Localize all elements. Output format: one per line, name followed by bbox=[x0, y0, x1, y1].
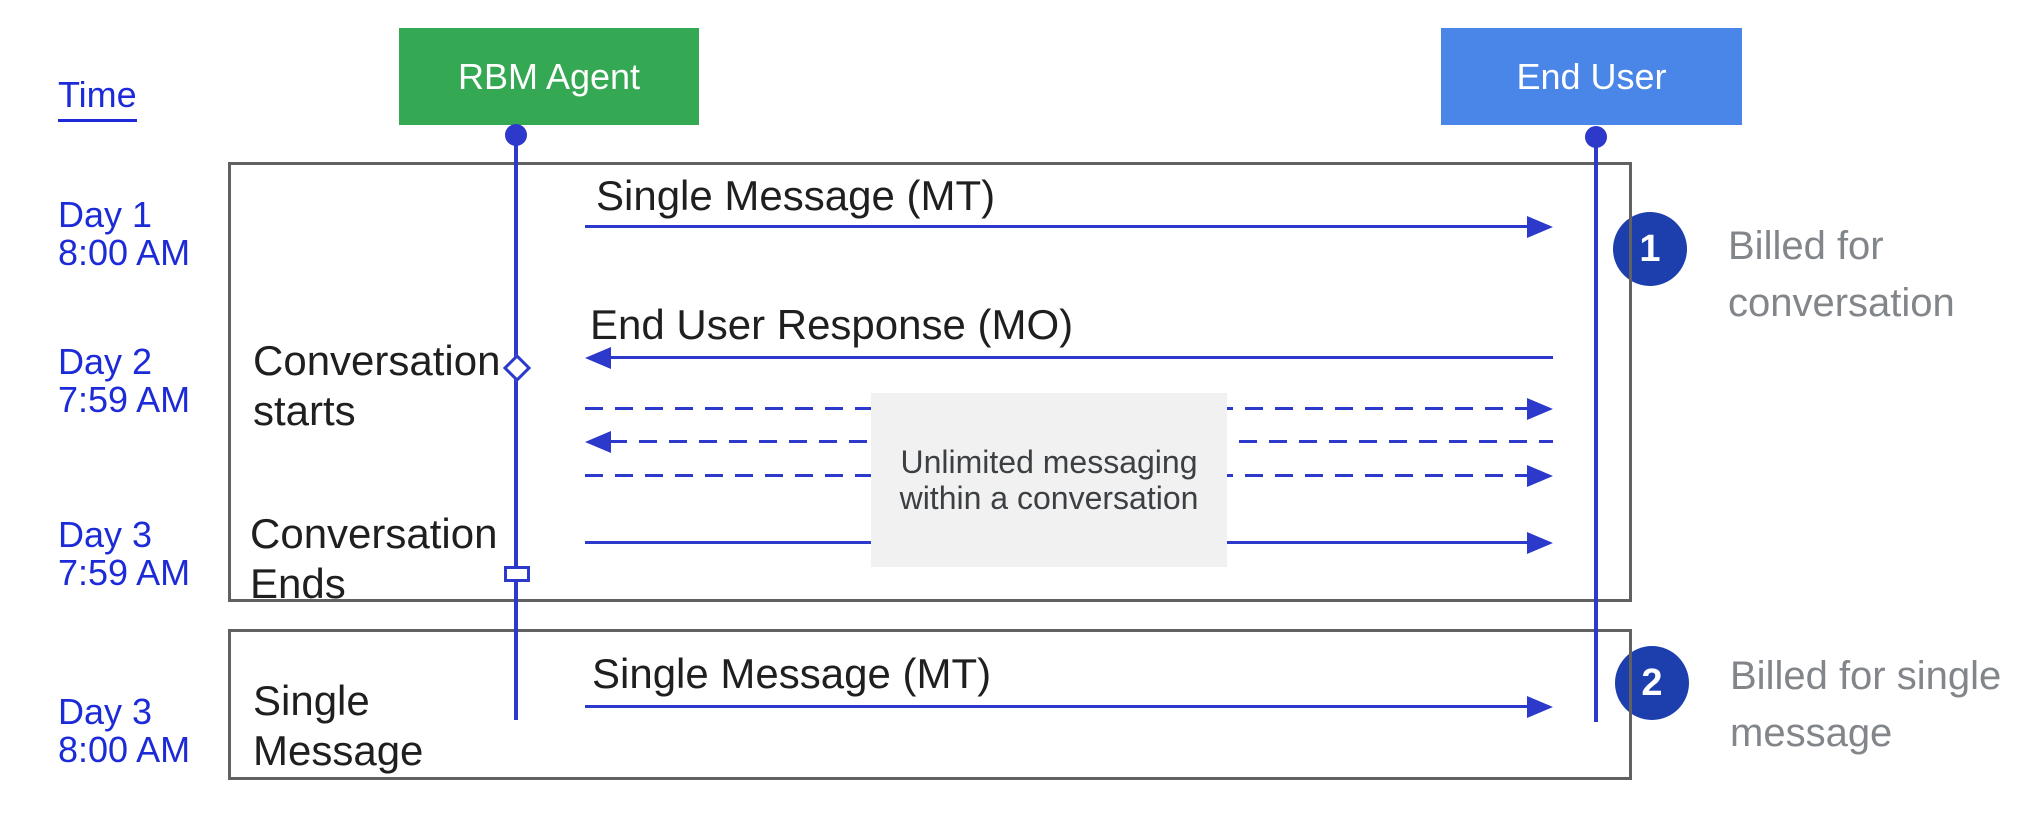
timestamp-day3-end-day: Day 3 bbox=[58, 514, 153, 555]
mo-message-label: End User Response (MO) bbox=[590, 301, 1074, 348]
actor-rbm-agent-label: RBM Agent bbox=[457, 55, 641, 97]
billing-badge-2: 2 bbox=[1615, 646, 1689, 720]
timestamp-day3-single-time: 8:00 AM bbox=[58, 729, 191, 770]
timestamp-day1: Day 1 8:00 AM bbox=[58, 196, 190, 272]
billed-for-conversation-label: Billed for conversation bbox=[1728, 218, 1955, 332]
timestamp-day2: Day 2 7:59 AM bbox=[58, 343, 190, 419]
conversation-billing-frame bbox=[228, 162, 1632, 602]
single-message-line2: Message bbox=[253, 727, 424, 774]
end-user-lifeline bbox=[1594, 135, 1598, 722]
single-message-line1: Single bbox=[253, 677, 370, 724]
arrowhead-right-icon bbox=[1527, 696, 1553, 718]
single-message-phase-label: Single Message bbox=[253, 676, 423, 776]
mt-top-message-label: Single Message (MT) bbox=[596, 172, 996, 219]
billed-for-single-message-line2: message bbox=[1730, 711, 1893, 755]
actor-rbm-agent: RBM Agent bbox=[399, 28, 699, 125]
end-user-lifeline-dot-icon bbox=[1585, 126, 1607, 148]
arrowhead-right-icon bbox=[1527, 532, 1553, 554]
timestamp-day1-day: Day 1 bbox=[58, 194, 153, 235]
arrow-line bbox=[609, 356, 1553, 359]
conversation-end-square-icon bbox=[504, 566, 530, 582]
timestamp-day3-end-time: 7:59 AM bbox=[58, 552, 191, 593]
billed-for-conversation-line1: Billed for bbox=[1728, 224, 1884, 268]
timestamp-day2-day: Day 2 bbox=[58, 341, 153, 382]
timestamp-day3-end: Day 3 7:59 AM bbox=[58, 516, 190, 592]
billing-badge-2-number: 2 bbox=[1641, 661, 1663, 704]
mt-bottom-message-arrow bbox=[585, 695, 1553, 719]
arrowhead-right-icon bbox=[1527, 216, 1553, 238]
mt-top-message-arrow bbox=[585, 215, 1553, 239]
rbm-agent-lifeline-dot-icon bbox=[505, 124, 527, 146]
single-message-billing-frame bbox=[228, 629, 1632, 780]
actor-end-user-label: End User bbox=[1516, 55, 1667, 97]
conversation-starts-line1: Conversation bbox=[253, 337, 501, 384]
unlimited-messaging-note-line1: Unlimited messaging bbox=[900, 444, 1198, 480]
conversation-starts-line2: starts bbox=[253, 387, 356, 434]
timestamp-day3-single: Day 3 8:00 AM bbox=[58, 693, 190, 769]
arrow-line bbox=[585, 225, 1529, 228]
arrowhead-left-icon bbox=[585, 347, 611, 369]
arrowhead-right-icon bbox=[1527, 398, 1553, 420]
unlimited-messaging-note: Unlimited messaging within a conversatio… bbox=[871, 393, 1227, 567]
conversation-starts-label: Conversation starts bbox=[253, 336, 500, 436]
billing-badge-1-number: 1 bbox=[1639, 227, 1661, 270]
billed-for-single-message-label: Billed for single message bbox=[1730, 648, 2001, 762]
billed-for-conversation-line2: conversation bbox=[1728, 281, 1955, 325]
arrowhead-right-icon bbox=[1527, 465, 1553, 487]
billed-for-single-message-line1: Billed for single bbox=[1730, 654, 2002, 698]
timestamp-day2-time: 7:59 AM bbox=[58, 379, 191, 420]
mt-bottom-message-label: Single Message (MT) bbox=[592, 650, 992, 697]
rbm-agent-lifeline bbox=[514, 133, 518, 720]
unlimited-messaging-note-line2: within a conversation bbox=[899, 480, 1199, 516]
time-axis-label: Time bbox=[58, 74, 137, 122]
timestamp-day3-single-day: Day 3 bbox=[58, 691, 153, 732]
mo-message-arrow bbox=[585, 346, 1553, 370]
arrowhead-left-icon bbox=[585, 431, 611, 453]
actor-end-user: End User bbox=[1441, 28, 1742, 125]
billing-badge-1: 1 bbox=[1613, 212, 1687, 286]
arrow-line bbox=[585, 705, 1529, 708]
conversation-ends-line1: Conversation bbox=[250, 510, 498, 557]
timestamp-day1-time: 8:00 AM bbox=[58, 232, 191, 273]
